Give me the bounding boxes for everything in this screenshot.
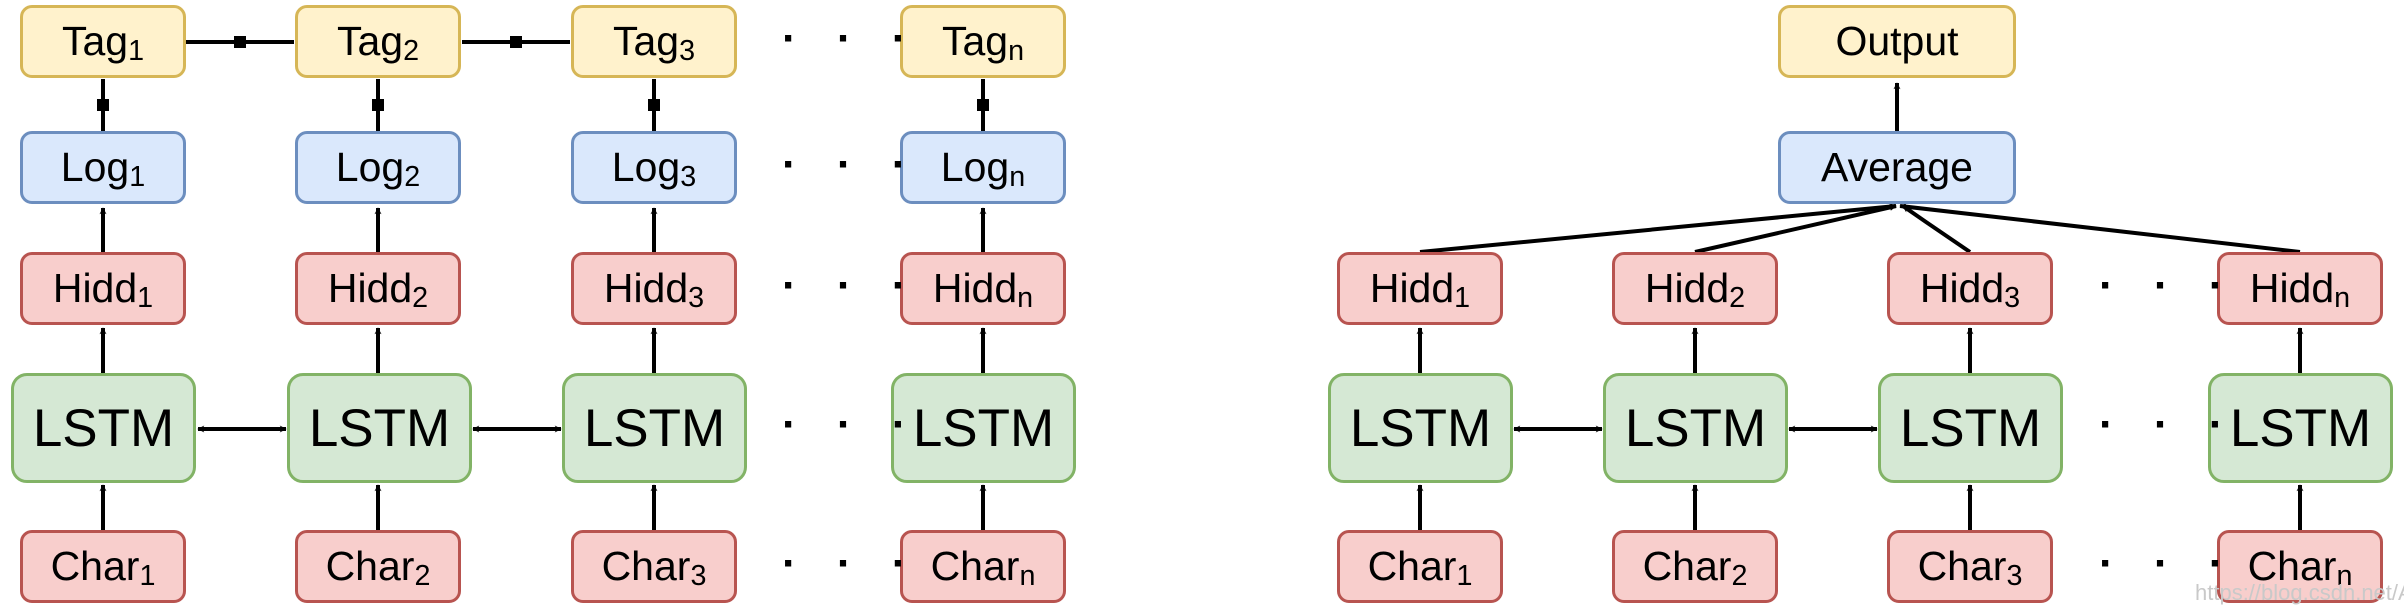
char-label: Char bbox=[601, 543, 691, 589]
char-label: Char bbox=[930, 543, 1020, 589]
lstm-node-1: LSTM bbox=[1328, 373, 1513, 483]
char-label: Char bbox=[325, 543, 415, 589]
lstm-node-1: LSTM bbox=[11, 373, 196, 483]
tag-subscript: 1 bbox=[128, 35, 145, 68]
watermark: https://blog.csdn.net/AI_Girl bbox=[2195, 580, 2404, 605]
char-subscript: n bbox=[2336, 560, 2353, 593]
lstm-node-3: LSTM bbox=[562, 373, 747, 483]
tag-label: Tag bbox=[336, 18, 404, 64]
hidd-label: Hidd bbox=[1644, 265, 1730, 311]
hidd-subscript: 2 bbox=[412, 282, 429, 315]
lstm-node-n: LSTM bbox=[2208, 373, 2393, 483]
hidd-label: Hidd bbox=[52, 265, 138, 311]
tag-subscript: 3 bbox=[679, 35, 696, 68]
ellipsis-char-row: · · · bbox=[782, 539, 921, 588]
log-label: Log bbox=[60, 144, 130, 190]
tag-label: Tag bbox=[941, 18, 1009, 64]
output-node: Output bbox=[1778, 5, 2016, 78]
ellipsis-log-row: · · · bbox=[782, 140, 921, 189]
char-subscript: 1 bbox=[139, 560, 156, 593]
hidd-label: Hidd bbox=[1919, 265, 2005, 311]
log-subscript: 2 bbox=[404, 161, 421, 194]
log-label: Log bbox=[940, 144, 1010, 190]
ellipsis-hidd-row: · · · bbox=[2099, 261, 2238, 310]
char-label: Char bbox=[1917, 543, 2007, 589]
ellipsis-hidd-row: · · · bbox=[782, 261, 921, 310]
hidd-subscript: 3 bbox=[688, 282, 705, 315]
ellipsis-tag-row: · · · bbox=[782, 14, 921, 63]
ellipsis-lstm-row: · · · bbox=[782, 400, 921, 449]
char-subscript: 2 bbox=[414, 560, 431, 593]
lstm-node-2: LSTM bbox=[1603, 373, 1788, 483]
char-subscript: 2 bbox=[1731, 560, 1748, 593]
char-label: Char bbox=[50, 543, 140, 589]
hidd-label: Hidd bbox=[2249, 265, 2335, 311]
tag-label: Tag bbox=[612, 18, 680, 64]
char-label: Char bbox=[1642, 543, 1732, 589]
lstm-node-n: LSTM bbox=[891, 373, 1076, 483]
hidd-subscript: n bbox=[2334, 282, 2351, 315]
hidd-subscript: 1 bbox=[137, 282, 154, 315]
average-node: Average bbox=[1778, 131, 2016, 204]
hidd-subscript: 2 bbox=[1729, 282, 1746, 315]
log-subscript: 1 bbox=[129, 161, 146, 194]
ellipsis-char-row: · · · bbox=[2099, 539, 2238, 588]
hidd-label: Hidd bbox=[1369, 265, 1455, 311]
tag-label: Tag bbox=[61, 18, 129, 64]
char-label: Char bbox=[2247, 543, 2337, 589]
hidd-subscript: 1 bbox=[1454, 282, 1471, 315]
log-label: Log bbox=[611, 144, 681, 190]
char-subscript: n bbox=[1019, 560, 1036, 593]
hidd-label: Hidd bbox=[603, 265, 689, 311]
hidd-label: Hidd bbox=[932, 265, 1018, 311]
ellipsis-lstm-row: · · · bbox=[2099, 400, 2238, 449]
tag-subscript: n bbox=[1008, 35, 1025, 68]
lstm-node-2: LSTM bbox=[287, 373, 472, 483]
lstm-node-3: LSTM bbox=[1878, 373, 2063, 483]
char-label: Char bbox=[1367, 543, 1457, 589]
hidd-label: Hidd bbox=[327, 265, 413, 311]
hidd-subscript: n bbox=[1017, 282, 1034, 315]
log-subscript: 3 bbox=[680, 161, 697, 194]
char-subscript: 1 bbox=[1456, 560, 1473, 593]
char-subscript: 3 bbox=[2006, 560, 2023, 593]
log-subscript: n bbox=[1009, 161, 1026, 194]
tag-subscript: 2 bbox=[403, 35, 420, 68]
char-subscript: 3 bbox=[690, 560, 707, 593]
log-label: Log bbox=[335, 144, 405, 190]
hidd-subscript: 3 bbox=[2004, 282, 2021, 315]
